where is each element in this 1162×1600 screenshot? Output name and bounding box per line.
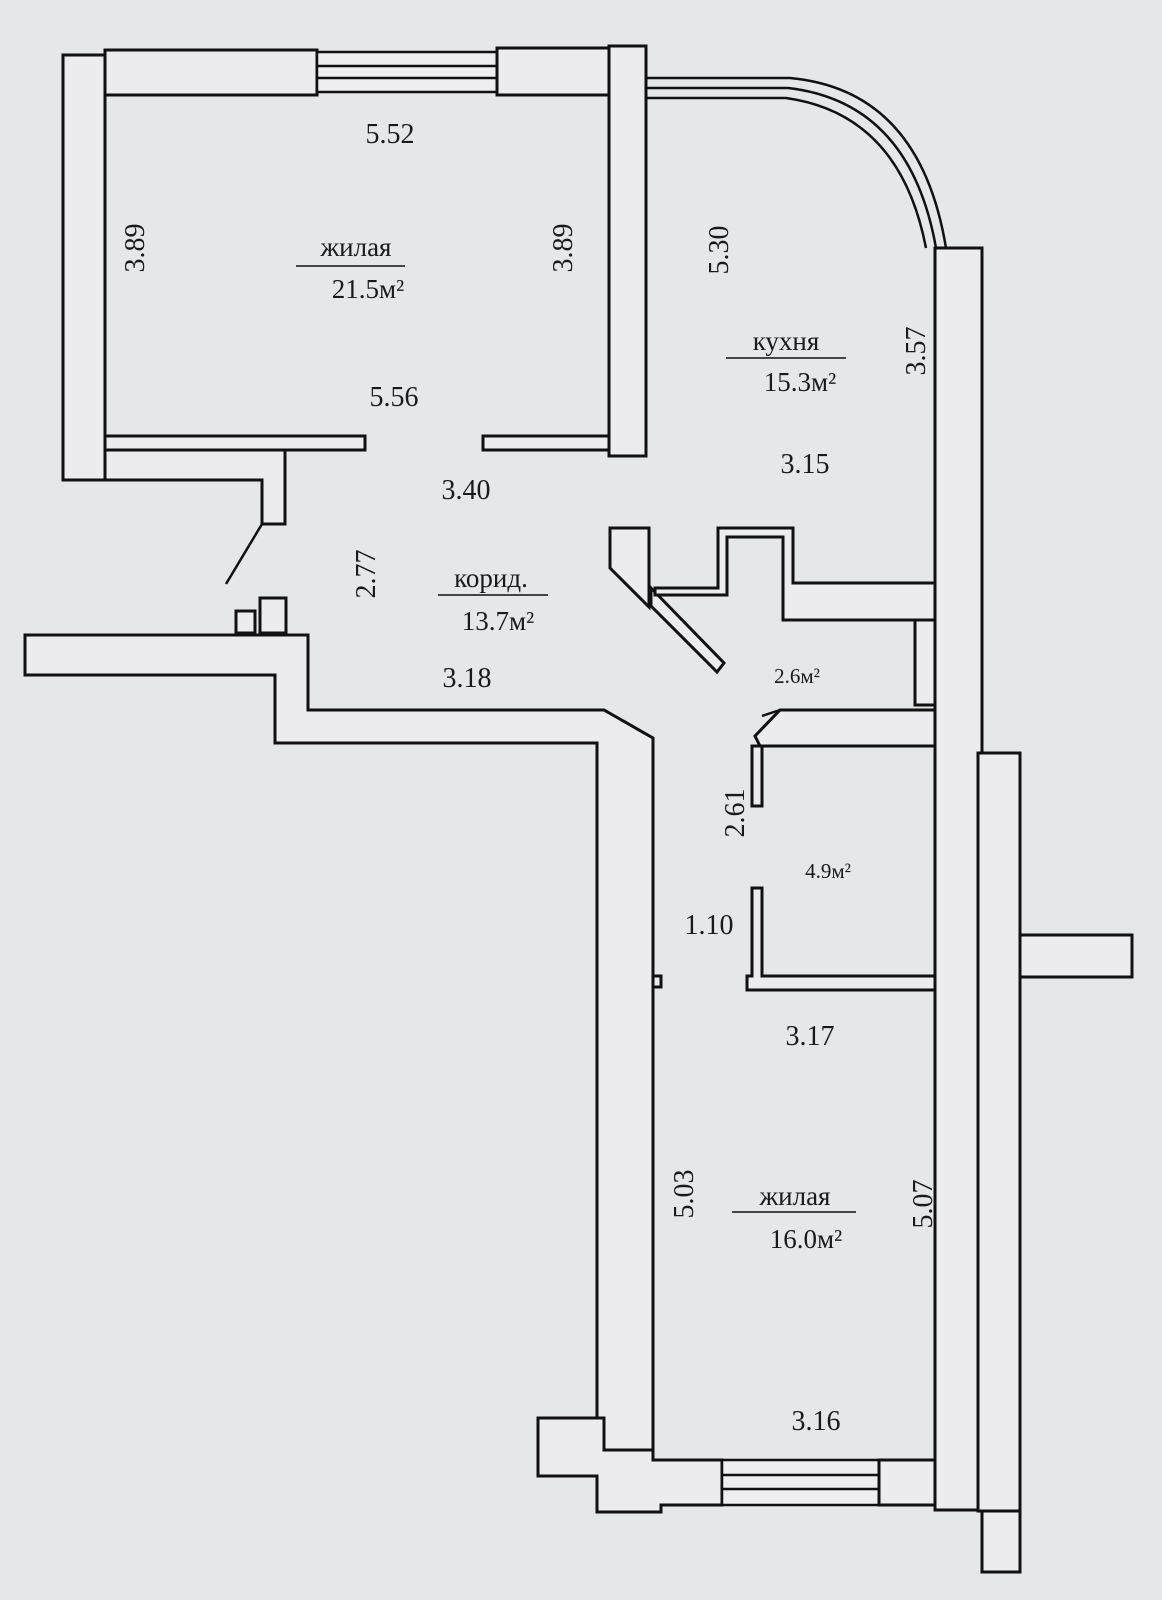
room-corridor-label: корид. 13.7м² (438, 563, 548, 636)
room-area: 13.7м² (462, 606, 534, 636)
dim-living2-top: 3.17 (786, 1021, 835, 1052)
dim-living1-bottom: 5.56 (370, 382, 419, 413)
dim-wc-bottom: 1.10 (685, 910, 734, 941)
room-area: 21.5м² (332, 274, 404, 304)
living1-top-wall-right (495, 46, 611, 97)
dim-wc-left: 2.61 (720, 789, 751, 838)
dim-living1-right: 3.89 (548, 224, 579, 273)
bath-bottom-wall (753, 708, 937, 748)
wc-door-mark (651, 974, 663, 989)
dim-living2-left: 5.03 (669, 1170, 700, 1219)
living1-top-wall-left (103, 48, 319, 97)
door-post (258, 596, 288, 635)
room-living2-label: жилая 16.0м² (732, 1181, 856, 1254)
kitchen-bay-window (646, 76, 948, 249)
living2-window (720, 1458, 881, 1507)
wc-left-wall-top (750, 744, 764, 808)
exterior-right-wall-outer (976, 751, 1022, 1513)
door-post-small (234, 609, 257, 635)
dim-kitchen-left: 5.30 (704, 226, 735, 275)
living1-window (315, 50, 499, 94)
dim-living1-top: 5.52 (366, 119, 415, 150)
room-name: кухня (753, 326, 820, 356)
living1-kitchen-partition (607, 44, 648, 458)
room-area: 15.3м² (764, 367, 836, 397)
dim-corridor-bottom: 3.18 (443, 663, 492, 694)
living1-bottom-wall-right (481, 434, 611, 452)
room-bath-area: 2.6м² (774, 664, 820, 688)
dim-living2-bottom: 3.16 (792, 1406, 841, 1437)
entry-door-swing (224, 523, 264, 585)
room-area: 16.0м² (770, 1224, 842, 1254)
dim-kitchen-bottom: 3.15 (781, 449, 830, 480)
dim-living2-right: 5.07 (908, 1180, 939, 1229)
living1-bottom-wall-left (103, 434, 367, 452)
room-name: жилая (759, 1181, 831, 1211)
room-name: корид. (454, 563, 528, 593)
room-living1-label: жилая 21.5м² (296, 232, 405, 304)
exterior-right-wall-bottom (980, 1509, 1022, 1574)
wc-bottom-wall (745, 886, 937, 992)
exterior-right-wall (933, 246, 984, 1512)
balcony-stub (1018, 933, 1134, 979)
dim-kitchen-right: 3.57 (901, 327, 932, 376)
room-name: жилая (320, 232, 392, 262)
dim-corridor-left: 2.77 (351, 550, 382, 599)
bath-right-wall (913, 618, 937, 707)
bath-door-jamb (608, 526, 651, 611)
bath-door-mark (761, 708, 781, 718)
dim-corridor-top: 3.40 (442, 475, 491, 506)
room-kitchen-label: кухня 15.3м² (726, 326, 846, 397)
living1-left-wall (61, 53, 107, 482)
living2-bottom-right-wall (877, 1458, 937, 1507)
bath-door-leaf (649, 584, 726, 675)
dim-living1-left: 3.89 (120, 224, 151, 273)
room-wc-area: 4.9м² (805, 859, 851, 883)
